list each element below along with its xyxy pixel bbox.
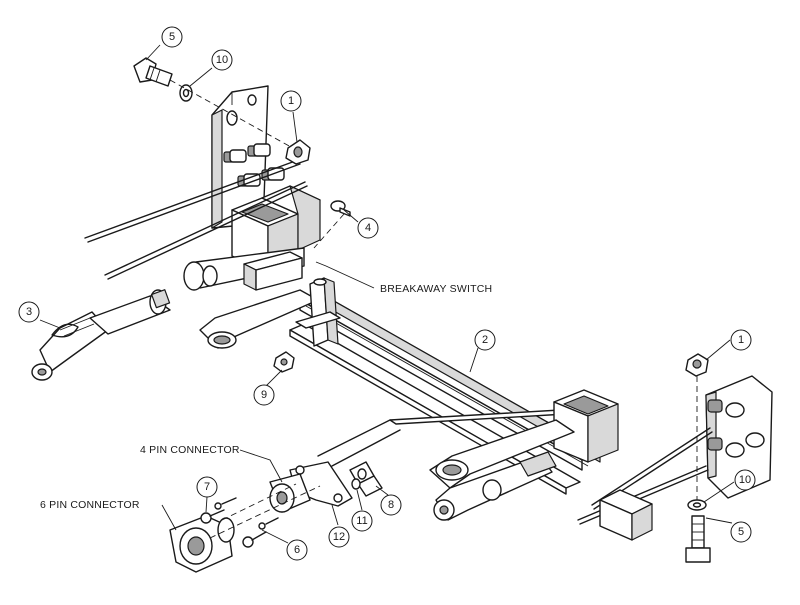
left-safety-cables: [84, 159, 308, 280]
callout-circle: [161, 26, 183, 48]
callout-number: 9: [261, 389, 267, 401]
left-mounting-bracket: [211, 85, 321, 273]
callout-4: 4: [357, 217, 379, 239]
six-pin-connector-label: 6 PIN CONNECTOR: [40, 499, 140, 511]
part-9-nut: [273, 351, 295, 373]
leader-lines: [39, 44, 735, 544]
callout-1-top: 1: [280, 90, 302, 112]
callout-number: 10: [216, 54, 228, 66]
callout-5-top: 5: [161, 26, 183, 48]
callout-number: 1: [288, 95, 294, 107]
callout-number: 8: [388, 499, 394, 511]
callout-circle: [351, 510, 373, 532]
callout-circle: [357, 217, 379, 239]
right-mounting-bracket: [705, 375, 773, 499]
six-pin-connector: [169, 515, 235, 573]
callout-circle: [286, 539, 308, 561]
callout-number: 2: [482, 334, 488, 346]
callout-2: 2: [474, 329, 496, 351]
callout-circle: [380, 494, 402, 516]
callout-bubbles: 5 10 1 4 3 2 1 9 7 6 12 11 8 10 5: [18, 26, 756, 561]
callout-number: 4: [365, 222, 371, 234]
callout-circle: [18, 301, 40, 323]
part-10-washer-top: [179, 84, 193, 102]
callout-number: 3: [26, 306, 32, 318]
callout-number: 5: [169, 31, 175, 43]
callout-10-top: 10: [211, 49, 233, 71]
callout-number: 6: [294, 544, 300, 556]
callout-circle: [328, 526, 350, 548]
callout-circle: [280, 90, 302, 112]
part-1-nut-top: [285, 139, 311, 165]
callout-11: 11: [351, 510, 373, 532]
four-pin-connector-label: 4 PIN CONNECTOR: [140, 444, 240, 456]
breakaway-switch-label: BREAKAWAY SWITCH: [380, 283, 492, 295]
part-5-bolt-bottom: [685, 515, 711, 563]
part-11-washers: [351, 468, 367, 490]
callout-circle: [196, 476, 218, 498]
callout-10-bottom: 10: [734, 469, 756, 491]
callout-circle: [253, 384, 275, 406]
right-tow-arm: [429, 419, 575, 521]
left-tow-arm: [183, 247, 341, 349]
right-receiver: [553, 389, 653, 541]
callout-7: 7: [196, 476, 218, 498]
callout-circle: [734, 469, 756, 491]
callout-12: 12: [328, 526, 350, 548]
part-5-bolt-top: [133, 57, 173, 87]
callout-circle: [730, 521, 752, 543]
callout-3: 3: [18, 301, 40, 323]
callout-1-right: 1: [730, 329, 752, 351]
callout-circle: [474, 329, 496, 351]
callout-6: 6: [286, 539, 308, 561]
part-3-tow-rod: [31, 289, 171, 381]
callout-circle: [730, 329, 752, 351]
callout-9: 9: [253, 384, 275, 406]
part-4-screw: [330, 200, 351, 217]
part-1-nut-right: [685, 353, 709, 377]
callout-8: 8: [380, 494, 402, 516]
callout-number: 5: [738, 526, 744, 538]
callout-circle: [211, 49, 233, 71]
callout-5-bottom: 5: [730, 521, 752, 543]
callout-number: 12: [333, 531, 345, 543]
part-6-screws: [242, 517, 279, 548]
callout-number: 10: [739, 474, 751, 486]
four-pin-connector: [269, 473, 311, 513]
callout-number: 1: [738, 334, 744, 346]
part-10-washer-bottom: [687, 499, 707, 511]
callout-number: 11: [356, 515, 367, 527]
callout-number: 7: [204, 481, 210, 493]
part-7-screws: [200, 497, 237, 524]
